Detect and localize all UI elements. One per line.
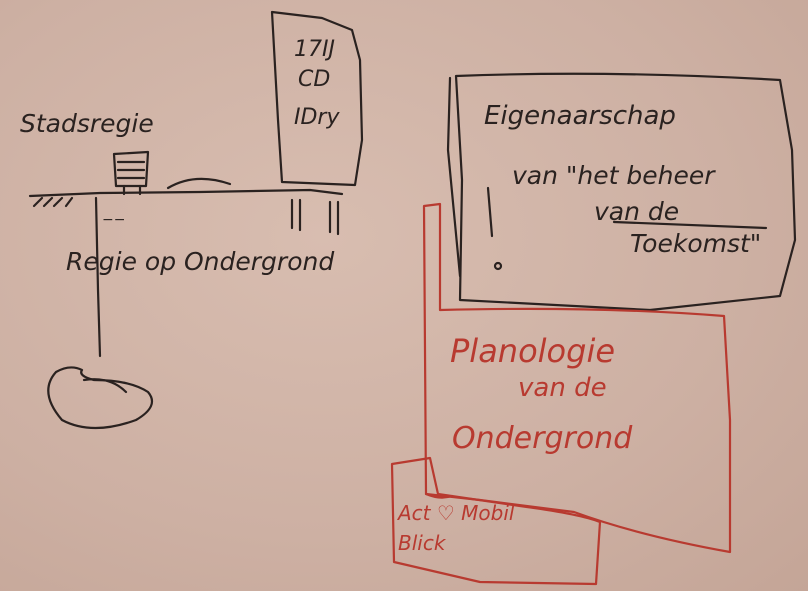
small-building-icon xyxy=(114,152,148,194)
underground-pipes xyxy=(292,200,338,234)
black-box-line-3: Toekomst" xyxy=(630,229,761,258)
red-box-line-1: Planologie xyxy=(450,332,615,370)
exclamation-dot xyxy=(495,263,501,269)
building-text-1: 17IJ xyxy=(294,37,335,62)
label-regie-op-ondergrond: Regie op Ondergrond xyxy=(66,247,334,276)
red-box-line-3: Ondergrond xyxy=(452,421,633,456)
ground-mound xyxy=(168,179,230,188)
ground-hatching xyxy=(34,198,72,206)
black-box-title: Eigenaarschap xyxy=(484,101,676,131)
exclamation-mark xyxy=(488,188,492,236)
ground-marks: −− xyxy=(102,212,125,228)
ground-line xyxy=(30,190,342,196)
small-red-box-line-2: Blick xyxy=(398,531,447,555)
underground-blob xyxy=(48,367,152,428)
probe-line xyxy=(96,198,100,356)
black-box-line-1: van "het beheer xyxy=(512,161,716,190)
black-box-line-2: van de xyxy=(594,197,679,226)
small-red-box-line-1: Act ♡ Mobil xyxy=(396,501,515,525)
building-text-2: CD xyxy=(298,67,330,92)
building-text-3: IDry xyxy=(294,105,340,130)
label-stadsregie: Stadsregie xyxy=(20,109,154,138)
red-box-line-2: van de xyxy=(518,373,607,403)
